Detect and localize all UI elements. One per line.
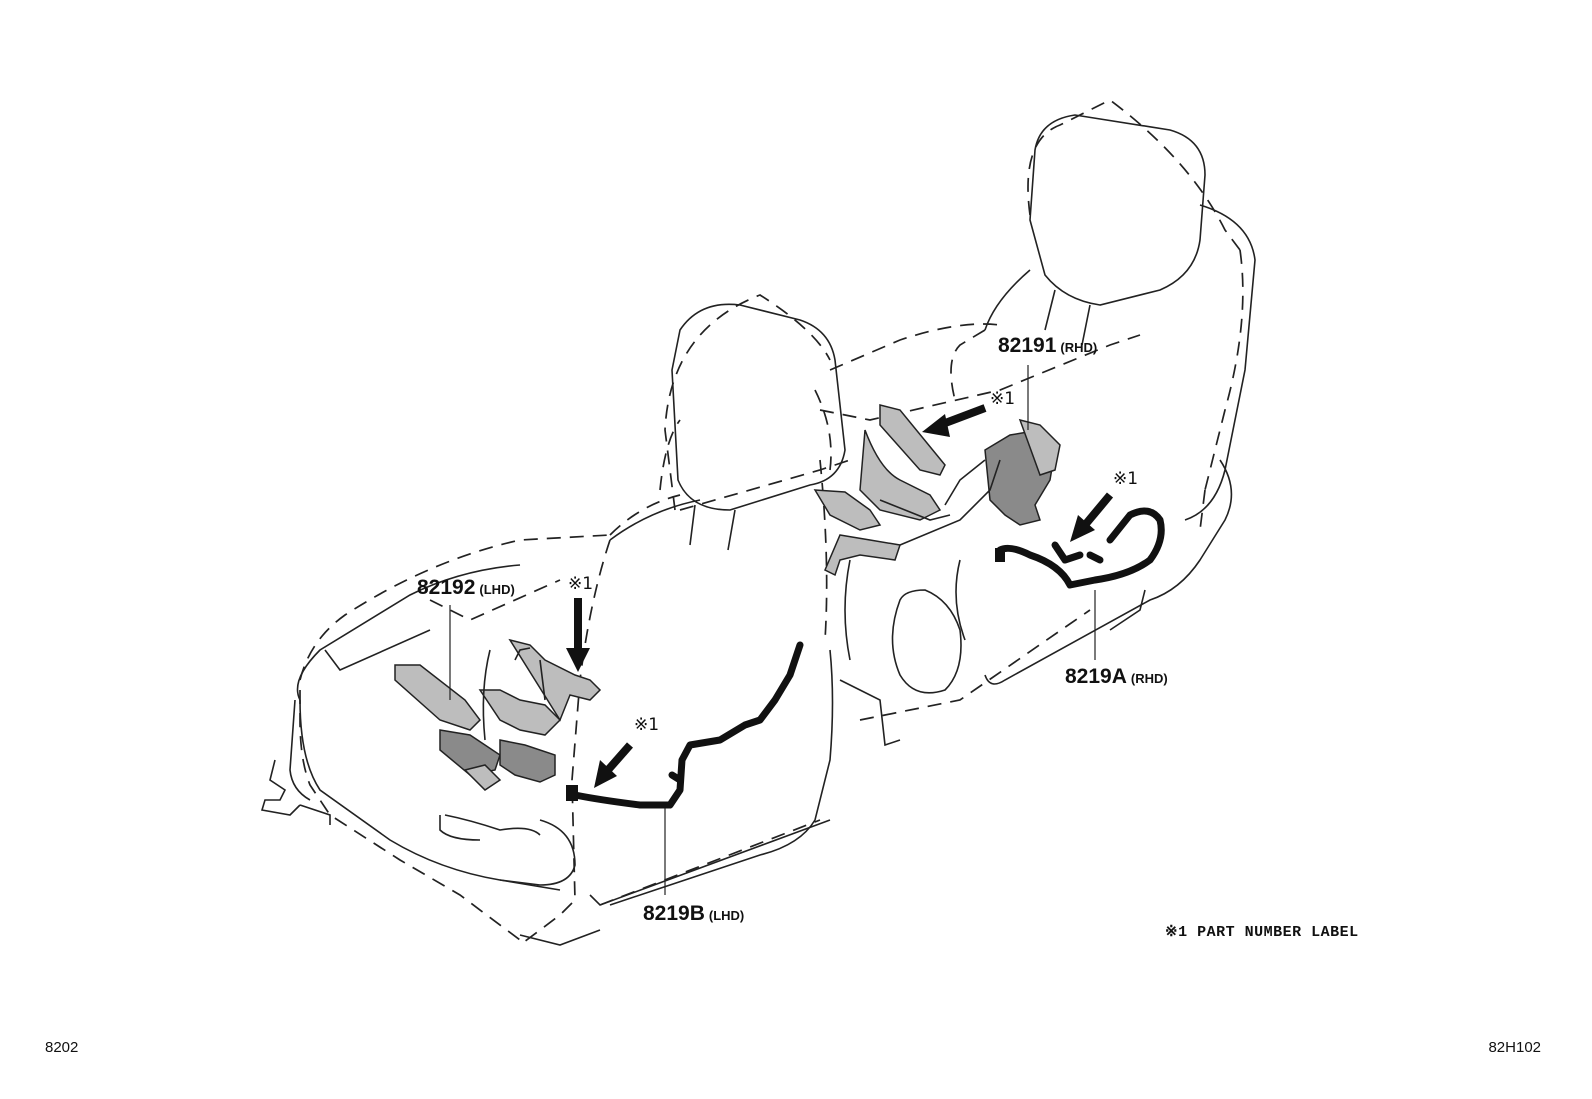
mark-label-left-top: ※1 [568,574,593,594]
mark-label-right-top: ※1 [990,389,1015,409]
harness-8219B [566,641,804,809]
label-arrows [566,404,1114,788]
callout-82191: 82191(RHD) [998,334,1097,357]
harness-8219A [995,507,1165,589]
leader-lines [449,365,1096,895]
footer-code-left: 8202 [45,1039,78,1056]
right-seat-outline [659,99,1256,747]
callout-82192: 82192(LHD) [417,576,515,599]
mark-label-left-lower: ※1 [634,715,659,735]
mark-label-right-lower: ※1 [1113,469,1138,489]
harness-82191 [813,404,1061,577]
callout-8219A: 8219A(RHD) [1065,665,1168,688]
footer-code-right: 82H102 [1488,1039,1541,1056]
harness-82192 [394,638,602,791]
left-seat-outline [260,294,846,946]
legend-text: ※1 PART NUMBER LABEL [1165,924,1359,941]
callout-8219B: 8219B(LHD) [643,902,744,925]
